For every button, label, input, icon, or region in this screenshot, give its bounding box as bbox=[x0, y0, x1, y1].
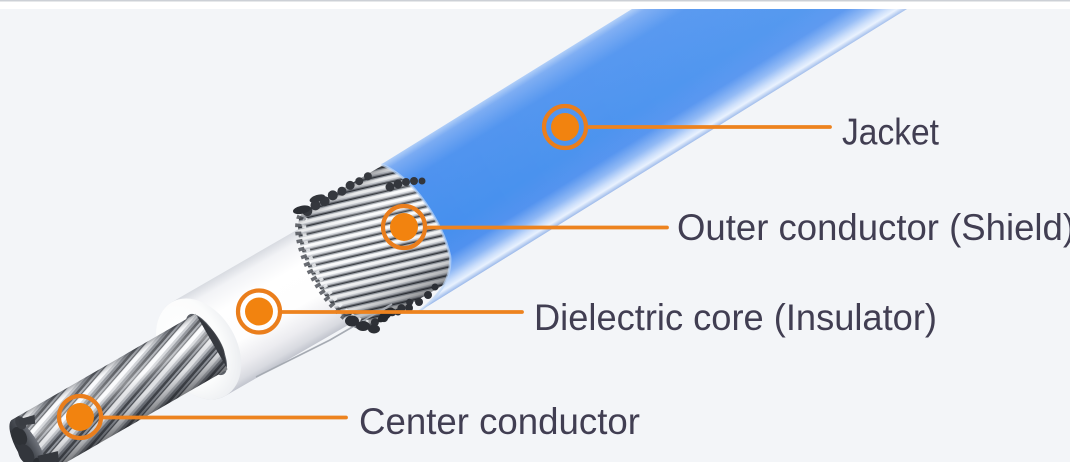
svg-text:Outer conductor (Shield): Outer conductor (Shield) bbox=[677, 206, 1070, 248]
svg-text:Center conductor: Center conductor bbox=[359, 400, 640, 442]
svg-text:Dielectric core (Insulator): Dielectric core (Insulator) bbox=[534, 296, 937, 338]
svg-text:Jacket: Jacket bbox=[842, 111, 940, 153]
